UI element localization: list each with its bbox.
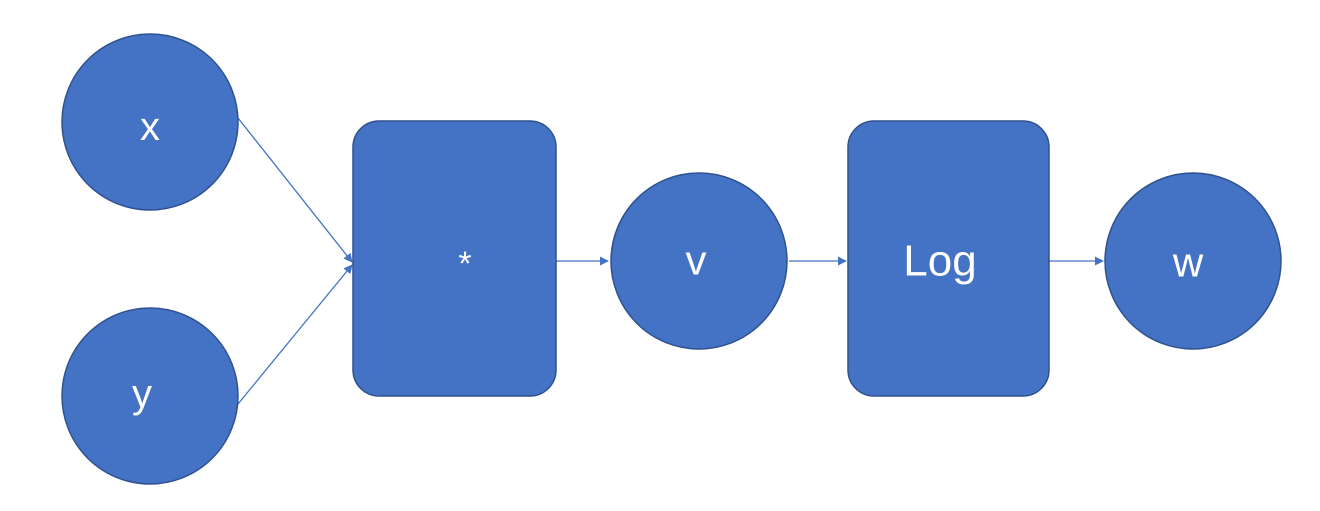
node-log: Log	[847, 120, 1050, 397]
node-multiply: *	[352, 120, 557, 397]
node-v: v	[610, 172, 788, 350]
node-x: x	[61, 33, 239, 211]
node-multiply-box	[352, 120, 557, 397]
node-x-label: x	[140, 105, 160, 149]
node-x-circle	[61, 33, 239, 211]
edge-x-to-multiply	[237, 117, 353, 263]
node-y: y	[61, 307, 239, 485]
node-multiply-label: *	[458, 245, 471, 283]
node-w-label: w	[1172, 239, 1204, 286]
edge-y-to-multiply	[237, 264, 353, 405]
node-w-circle	[1104, 172, 1282, 350]
node-y-label: y	[132, 372, 152, 416]
node-y-circle	[61, 307, 239, 485]
edges	[237, 117, 1104, 405]
node-log-label: Log	[903, 237, 976, 286]
node-v-circle	[610, 172, 788, 350]
node-v-label: v	[686, 237, 707, 284]
node-log-box	[847, 120, 1050, 397]
node-w: w	[1104, 172, 1282, 350]
